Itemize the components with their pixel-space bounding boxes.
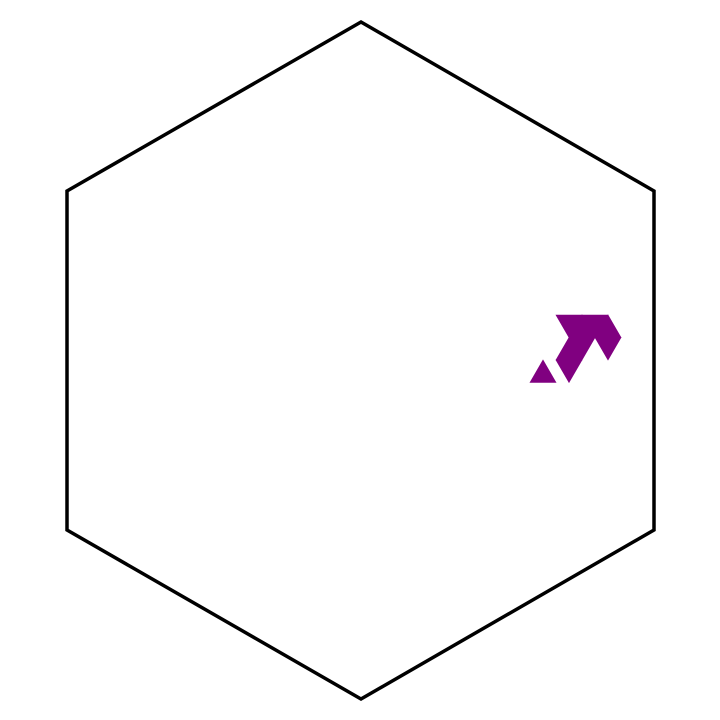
filled-triangle-cell	[529, 359, 557, 383]
filled-triangle-cell	[555, 359, 583, 384]
filled-triangle-cell	[568, 337, 596, 361]
hexagon-board-outline	[65, 19, 656, 702]
filled-cells	[529, 314, 622, 384]
filled-triangle-cell	[594, 337, 622, 361]
